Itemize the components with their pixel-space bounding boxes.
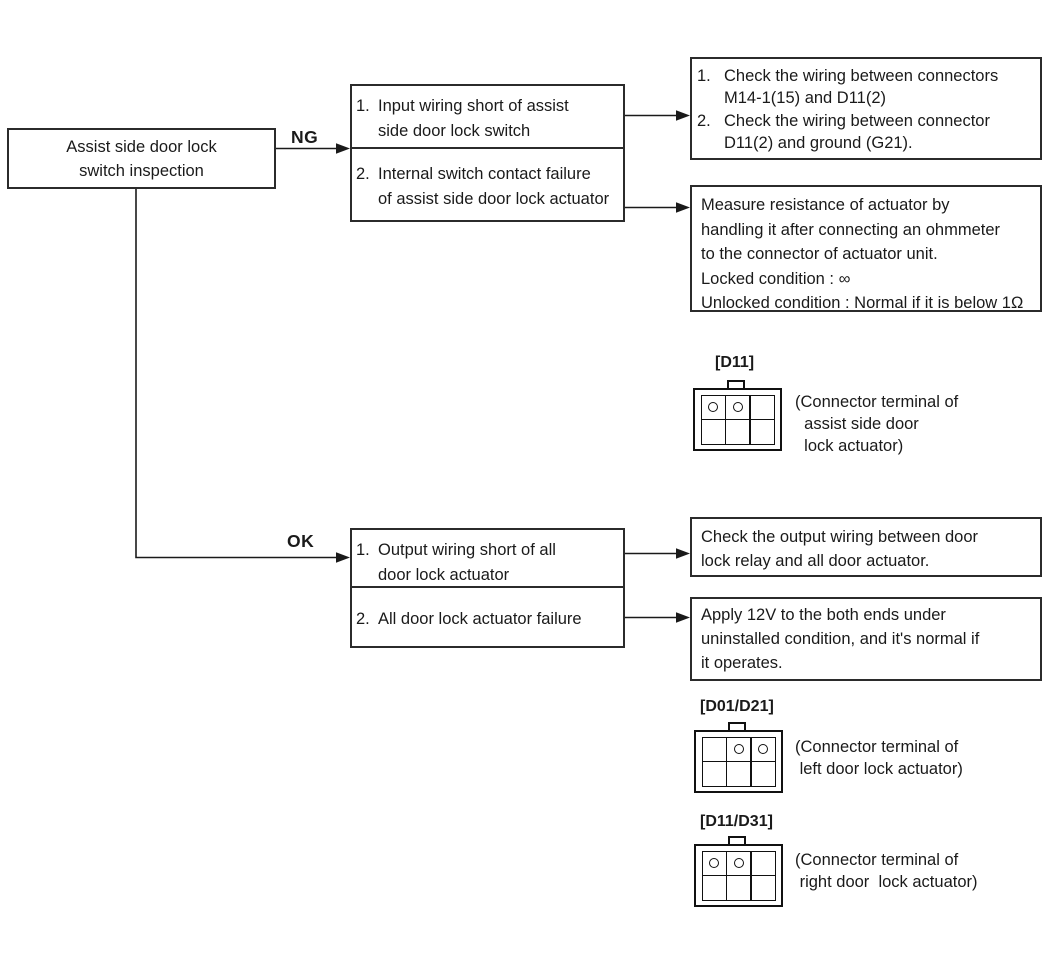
pin-circle	[709, 858, 719, 869]
pin-circle	[733, 858, 744, 869]
arrow-ng-action-2	[625, 202, 690, 213]
connector-pin-grid	[701, 850, 776, 901]
item-number: 2.	[697, 111, 711, 130]
connector-pin-cell	[727, 762, 750, 786]
connector-body	[694, 844, 783, 907]
item-number: 2.	[356, 610, 370, 628]
connector-pin-cell	[750, 395, 774, 419]
connector-pin-cell	[702, 737, 726, 761]
ok-action-box-2: Apply 12V to the both ends under uninsta…	[690, 597, 1042, 681]
connector-pin-grid	[700, 394, 775, 445]
pin-circle	[758, 744, 768, 755]
connector-pin-grid	[701, 736, 776, 787]
item-number: 1.	[356, 541, 370, 559]
connector-pin-cell	[702, 851, 726, 875]
connector-pin-cell	[751, 737, 775, 761]
connector-pin-cell	[726, 395, 749, 419]
item-number: 1.	[356, 97, 370, 115]
connector-body	[693, 388, 782, 451]
pin-circle	[708, 402, 718, 413]
arrow-ok-elbow	[135, 189, 350, 563]
connector-d11-diagram	[693, 380, 782, 452]
ng-branch-label: NG	[291, 127, 319, 147]
ok-cause-item-2: 2. All door lock actuator failure	[352, 588, 623, 632]
start-box-label: Assist side door lock switch inspection	[66, 137, 217, 180]
connector-pin-cell	[727, 737, 750, 761]
ng-action-1-item-1: 1. Check the wiring between connectors M…	[697, 65, 1036, 110]
connector-pin-cell	[751, 851, 775, 875]
item-text: Check the wiring between connector D11(2…	[724, 111, 990, 153]
connector-pin-cell	[701, 420, 725, 444]
start-box: Assist side door lock switch inspection	[7, 128, 276, 189]
ok-cause-item-1: 1. Output wiring short of all door lock …	[352, 530, 623, 588]
item-number: 2.	[356, 165, 370, 183]
connector-pin-cell	[727, 851, 750, 875]
connector-tab	[728, 722, 746, 732]
item-text: Output wiring short of all door lock act…	[378, 541, 556, 584]
ok-action-box-1: Check the output wiring between door loc…	[690, 517, 1042, 577]
connector-pin-cell	[751, 762, 775, 786]
item-text: All door lock actuator failure	[378, 610, 582, 628]
item-text: Internal switch contact failure of assis…	[378, 165, 610, 208]
pin-circle	[732, 402, 743, 413]
connector-pin-cell	[750, 420, 774, 444]
item-text: Check the wiring between connectors M14-…	[724, 67, 999, 108]
connector-tab	[727, 380, 745, 390]
connector-d11-label: [D11]	[715, 354, 755, 371]
connector-d11-d31-label: [D11/D31]	[700, 813, 773, 830]
connector-d11-d31-caption: (Connector terminal of right door lock a…	[795, 851, 978, 891]
connector-pin-cell	[727, 876, 750, 900]
item-text: Input wiring short of assist side door l…	[378, 97, 569, 140]
ng-cause-box: 1. Input wiring short of assist side doo…	[350, 84, 625, 222]
connector-tab	[728, 836, 746, 846]
ng-cause-item-2: 2. Internal switch contact failure of as…	[352, 149, 623, 212]
connector-d11-d31-diagram	[694, 836, 783, 908]
ng-action-box-2: Measure resistance of actuator by handli…	[690, 185, 1042, 312]
connector-pin-cell	[726, 420, 749, 444]
arrow-ok-action-2	[625, 612, 690, 623]
connector-d01-d21-caption: (Connector terminal of left door lock ac…	[795, 738, 963, 778]
pin-circle	[733, 744, 744, 755]
ng-cause-item-1: 1. Input wiring short of assist side doo…	[352, 86, 623, 149]
ng-action-1-item-2: 2. Check the wiring between connector D1…	[697, 110, 1036, 155]
connector-pin-cell	[702, 762, 726, 786]
connector-d11-caption: (Connector terminal of assist side door …	[795, 393, 959, 455]
connector-d01-d21-diagram	[694, 722, 783, 794]
item-number: 1.	[697, 67, 711, 85]
ok-cause-box: 1. Output wiring short of all door lock …	[350, 528, 625, 648]
connector-pin-cell	[702, 876, 726, 900]
connector-pin-cell	[751, 876, 775, 900]
connector-pin-cell	[701, 395, 725, 419]
connector-body	[694, 730, 783, 793]
arrow-ok-action-1	[625, 548, 690, 559]
connector-d01-d21-label: [D01/D21]	[700, 698, 774, 715]
ng-action-box-1: 1. Check the wiring between connectors M…	[690, 57, 1042, 160]
arrow-ng-action-1	[625, 110, 690, 121]
ok-branch-label: OK	[287, 531, 315, 551]
